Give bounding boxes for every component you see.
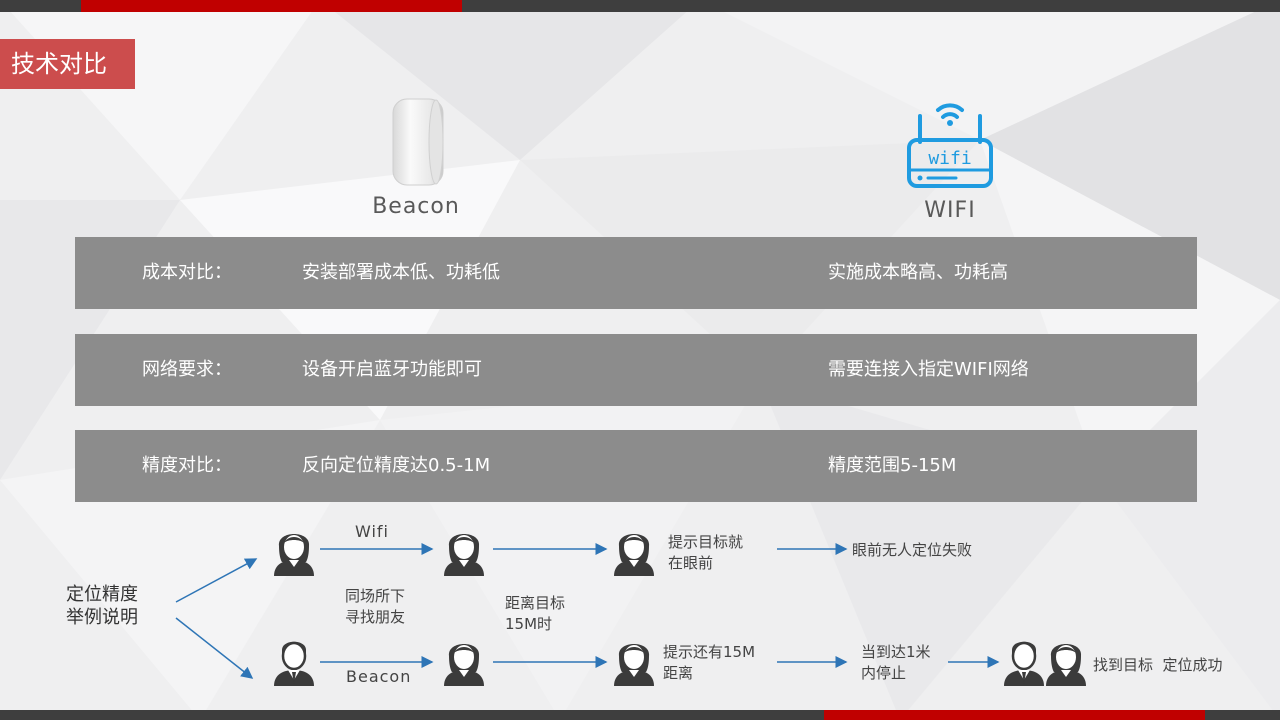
wifi-label: WIFI [924,198,976,223]
wifi-router-icon: wifi [907,103,993,188]
example-heading: 定位精度 举例说明 [66,584,138,628]
person-icon [440,636,488,686]
beacon-hint: 提示还有15M 距离 [663,643,756,682]
row-key: 成本对比： [142,262,232,283]
wifi-result: 眼前无人定位失败 [852,541,973,559]
beacon-stop: 当到达1米 内停止 [861,643,931,682]
row-beacon-value: 安装部署成本低、功耗低 [302,262,500,283]
step-find-friend: 同场所下 寻找朋友 [345,587,406,626]
beacon-product: Beacon [330,95,502,219]
person-icon [270,636,318,686]
step-distance: 距离目标 15M时 [505,594,566,633]
row-wifi-value: 需要连接入指定WIFI网络 [828,359,1029,380]
wifi-router-text: wifi [928,148,971,169]
person-icon [1000,636,1048,686]
person-icon [610,636,658,686]
beacon-result: 找到目标 定位成功 [1093,656,1223,674]
comparison-row-network: 网络要求： 设备开启蓝牙功能即可 需要连接入指定WIFI网络 [75,334,1197,406]
person-icon [1042,636,1090,686]
beacon-path-label: Beacon [346,667,412,686]
row-wifi-value: 精度范围5-15M [828,455,957,476]
row-beacon-value: 设备开启蓝牙功能即可 [302,359,482,380]
beacon-label: Beacon [372,194,460,219]
wifi-product: wifi WIFI [865,98,1035,223]
bottom-bar [0,710,1280,720]
row-key: 精度对比： [142,455,232,476]
person-icon [440,526,488,576]
wifi-path-label: Wifi [355,522,389,541]
beacon-device-icon [392,98,444,186]
person-icon [270,526,318,576]
branch-arrow-beacon [175,617,254,679]
comparison-row-cost: 成本对比： 安装部署成本低、功耗低 实施成本略高、功耗高 [75,237,1197,309]
row-beacon-value: 反向定位精度达0.5-1M [302,455,491,476]
row-key: 网络要求： [142,359,232,380]
person-icon [610,526,658,576]
bottom-bar-accent [824,710,1205,720]
branch-arrow-wifi [175,558,258,603]
slide-title: 技术对比 [0,39,135,89]
row-wifi-value: 实施成本略高、功耗高 [828,262,1008,283]
wifi-hint: 提示目标就 在眼前 [668,533,744,572]
comparison-row-precision: 精度对比： 反向定位精度达0.5-1M 精度范围5-15M [75,430,1197,502]
top-bar-accent [81,0,462,12]
top-bar [0,0,1280,12]
